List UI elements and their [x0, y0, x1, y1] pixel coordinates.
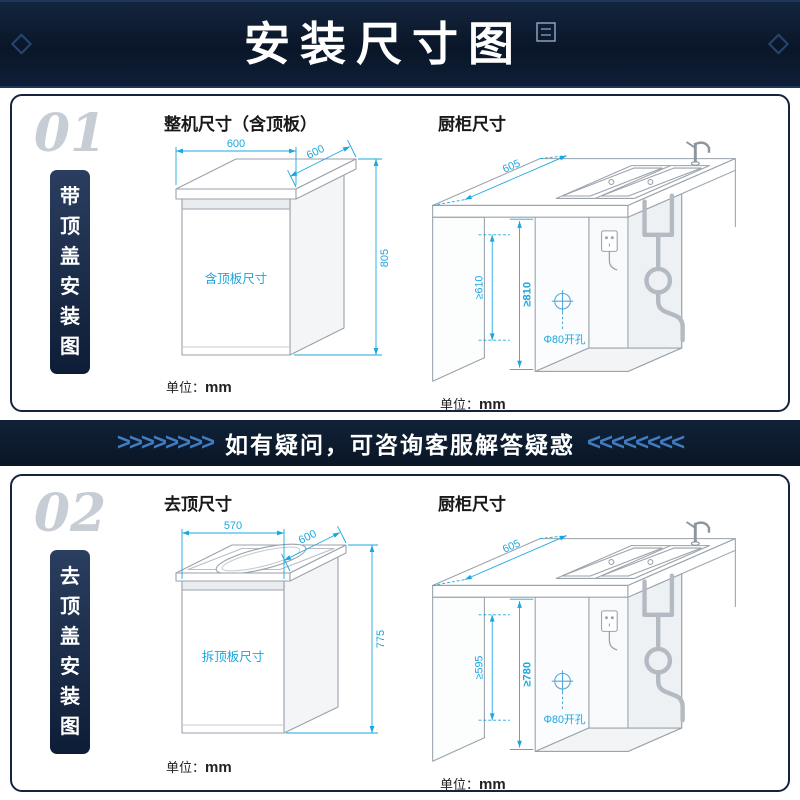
section2-cabinet-block: 厨柜尺寸 605 ≥595 ≥780 Φ80开孔 单位：mm — [418, 480, 782, 790]
hole-label: Φ80开孔 — [543, 333, 585, 346]
machine-title: 整机尺寸（含顶板） — [164, 115, 317, 134]
cabinet-height-label: ≥810 — [521, 282, 533, 307]
section2-number: 02 — [33, 483, 107, 544]
machine-inner-label: 拆顶板尺寸 — [202, 649, 265, 664]
cabinet-drawing: 605 ≥595 ≥780 Φ80开孔 — [418, 517, 750, 776]
cabinet-height-label: ≥780 — [521, 662, 533, 687]
section1-cabinet-block: 厨柜尺寸 605 ≥610 ≥810 Φ80开孔 单位：mm — [418, 100, 782, 410]
left-arrows: >>>>>>>> — [116, 429, 215, 456]
machine-drawing-with-top: 600 600 805 含顶板尺寸 — [175, 138, 391, 356]
unit-label: 单位：mm — [440, 396, 506, 412]
unit-label: 单位：mm — [166, 379, 232, 396]
machine-title: 去顶尺寸 — [164, 495, 232, 514]
section2-side-label: 去顶盖安装图 — [50, 550, 90, 754]
page-title: 安装尺寸图 — [244, 18, 524, 70]
section-with-top-cover: 01 带顶盖安装图 整机尺寸（含顶板） — [10, 94, 790, 412]
dim-width-label: 570 — [224, 520, 242, 532]
machine-drawing-no-top: 570 600 775 拆顶板尺寸 — [175, 520, 387, 734]
dim-height-label: 775 — [375, 630, 387, 648]
header-banner: 安装尺寸图 — [0, 0, 800, 88]
dim-height-label: 805 — [379, 249, 391, 267]
section2-machine-block: 去顶尺寸 — [148, 480, 410, 786]
cabinet-clearance-label: ≥595 — [473, 656, 485, 680]
section1-machine-block: 整机尺寸（含顶板） — [148, 100, 410, 406]
seal-icon — [536, 22, 556, 42]
dim-width-label: 600 — [227, 138, 245, 150]
hole-label: Φ80开孔 — [543, 713, 585, 726]
dishwasher-outline — [175, 543, 347, 734]
cabinet-clearance-label: ≥610 — [473, 276, 485, 300]
cabinet-title: 厨柜尺寸 — [438, 495, 506, 514]
machine-dimension-lines — [175, 139, 382, 356]
banner-edge-deco-left — [10, 33, 33, 55]
machine-dimension-lines — [181, 525, 378, 734]
notice-band: >>>>>>>> 如有疑问，可咨询客服解答疑惑 <<<<<<<< — [0, 420, 800, 466]
section1-side-column: 01 带顶盖安装图 — [18, 100, 122, 406]
dim-depth-label: 600 — [297, 528, 319, 547]
unit-label: 单位：mm — [440, 776, 506, 792]
cabinet-drawing: 605 ≥610 ≥810 Φ80开孔 — [418, 137, 750, 396]
right-arrows: <<<<<<<< — [587, 429, 685, 456]
cabinet-title: 厨柜尺寸 — [438, 115, 506, 134]
banner-edge-deco-right — [767, 33, 790, 55]
section2-side-column: 02 去顶盖安装图 — [18, 480, 122, 786]
dishwasher-outline — [175, 158, 357, 356]
machine-dimension-arrows — [176, 146, 379, 355]
section1-number: 01 — [33, 103, 107, 164]
section-without-top-cover: 02 去顶盖安装图 去顶尺寸 — [10, 474, 790, 792]
unit-label: 单位：mm — [166, 759, 232, 776]
notice-text: 如有疑问，可咨询客服解答疑惑 — [225, 432, 575, 458]
machine-inner-label: 含顶板尺寸 — [205, 271, 268, 286]
machine-dimension-arrows — [182, 530, 375, 733]
section1-side-label: 带顶盖安装图 — [50, 170, 90, 374]
